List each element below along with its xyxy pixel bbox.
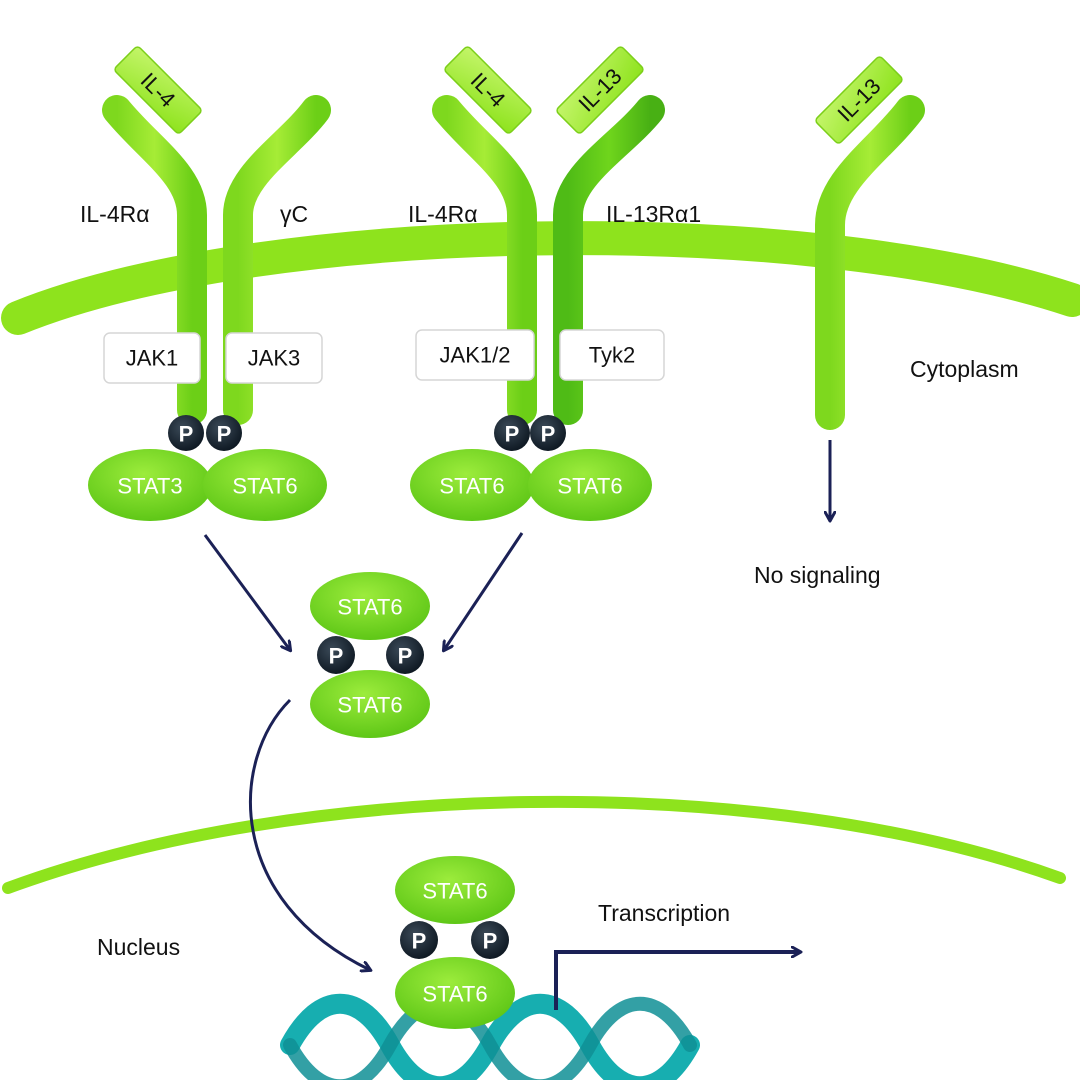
stat-a-right-label: STAT6 bbox=[232, 474, 297, 499]
stat-b-left-label: STAT6 bbox=[439, 474, 504, 499]
gamma-c-label: γC bbox=[280, 201, 308, 227]
jak3-label: JAK3 bbox=[248, 346, 301, 371]
stat-a-left-label: STAT3 bbox=[117, 474, 182, 499]
nuc-dimer-bottom-label: STAT6 bbox=[422, 982, 487, 1007]
nucleus-label: Nucleus bbox=[97, 934, 180, 960]
phospho-b-2: P bbox=[530, 415, 566, 451]
phospho-a-2-label: P bbox=[217, 422, 232, 447]
jak3-box: JAK3 bbox=[225, 332, 323, 384]
phospho-dimer-1: P bbox=[317, 636, 355, 674]
phospho-dimer-2: P bbox=[386, 636, 424, 674]
arrow-to-dimer-right bbox=[444, 532, 524, 650]
cell-membrane bbox=[1, 221, 1080, 335]
dimer-bottom: STAT6 bbox=[310, 670, 430, 738]
stat-b-left: STAT6 bbox=[410, 449, 534, 521]
tyk2-box: Tyk2 bbox=[559, 329, 665, 381]
phospho-a-1: P bbox=[168, 415, 204, 451]
arrow-to-dimer-left bbox=[203, 534, 290, 650]
arrow-into-nucleus bbox=[248, 698, 370, 970]
stat-a-left: STAT3 bbox=[88, 449, 212, 521]
stat-a-right: STAT6 bbox=[203, 449, 327, 521]
stat-b-right-label: STAT6 bbox=[557, 474, 622, 499]
phospho-a-2: P bbox=[206, 415, 242, 451]
il13-lone-receptor bbox=[815, 95, 925, 430]
nuc-dimer-top: STAT6 bbox=[395, 856, 515, 924]
il4ra-receptor-2 bbox=[432, 95, 537, 425]
phospho-nuc-1: P bbox=[400, 921, 438, 959]
dimer-top: STAT6 bbox=[310, 572, 430, 640]
phospho-dimer-2-label: P bbox=[398, 644, 413, 669]
il4ra-label-2: IL-4Rα bbox=[408, 201, 478, 227]
phospho-dimer-1-label: P bbox=[329, 644, 344, 669]
ligand-il4-1: IL-4 bbox=[114, 46, 202, 134]
transcription-arrow bbox=[554, 952, 800, 1010]
phospho-b-1-label: P bbox=[505, 422, 520, 447]
transcription-label: Transcription bbox=[598, 900, 730, 926]
il4ra-receptor-1 bbox=[102, 95, 207, 425]
jak12-label: JAK1/2 bbox=[440, 343, 511, 368]
phospho-nuc-2-label: P bbox=[483, 929, 498, 954]
phospho-nuc-2: P bbox=[471, 921, 509, 959]
il13ra1-label: IL-13Rα1 bbox=[606, 201, 701, 227]
tyk2-label: Tyk2 bbox=[589, 343, 635, 368]
cytoplasm-label: Cytoplasm bbox=[910, 356, 1019, 382]
jak1-label: JAK1 bbox=[126, 346, 179, 371]
jak1-box: JAK1 bbox=[103, 332, 201, 384]
dimer-bottom-label: STAT6 bbox=[337, 693, 402, 718]
dna-helix bbox=[280, 993, 700, 1080]
no-signaling-label: No signaling bbox=[754, 562, 881, 588]
il13ra1-receptor bbox=[553, 95, 665, 425]
nuc-dimer-top-label: STAT6 bbox=[422, 879, 487, 904]
nuc-dimer-bottom: STAT6 bbox=[395, 957, 515, 1029]
dimer-top-label: STAT6 bbox=[337, 595, 402, 620]
phospho-nuc-1-label: P bbox=[412, 929, 427, 954]
stat-b-right: STAT6 bbox=[528, 449, 652, 521]
jak12-box: JAK1/2 bbox=[415, 329, 535, 381]
phospho-b-1: P bbox=[494, 415, 530, 451]
phospho-a-1-label: P bbox=[179, 422, 194, 447]
il4ra-label-1: IL-4Rα bbox=[80, 201, 150, 227]
nuclear-membrane bbox=[2, 795, 1066, 894]
phospho-b-2-label: P bbox=[541, 422, 556, 447]
gamma-c-receptor bbox=[223, 95, 331, 425]
